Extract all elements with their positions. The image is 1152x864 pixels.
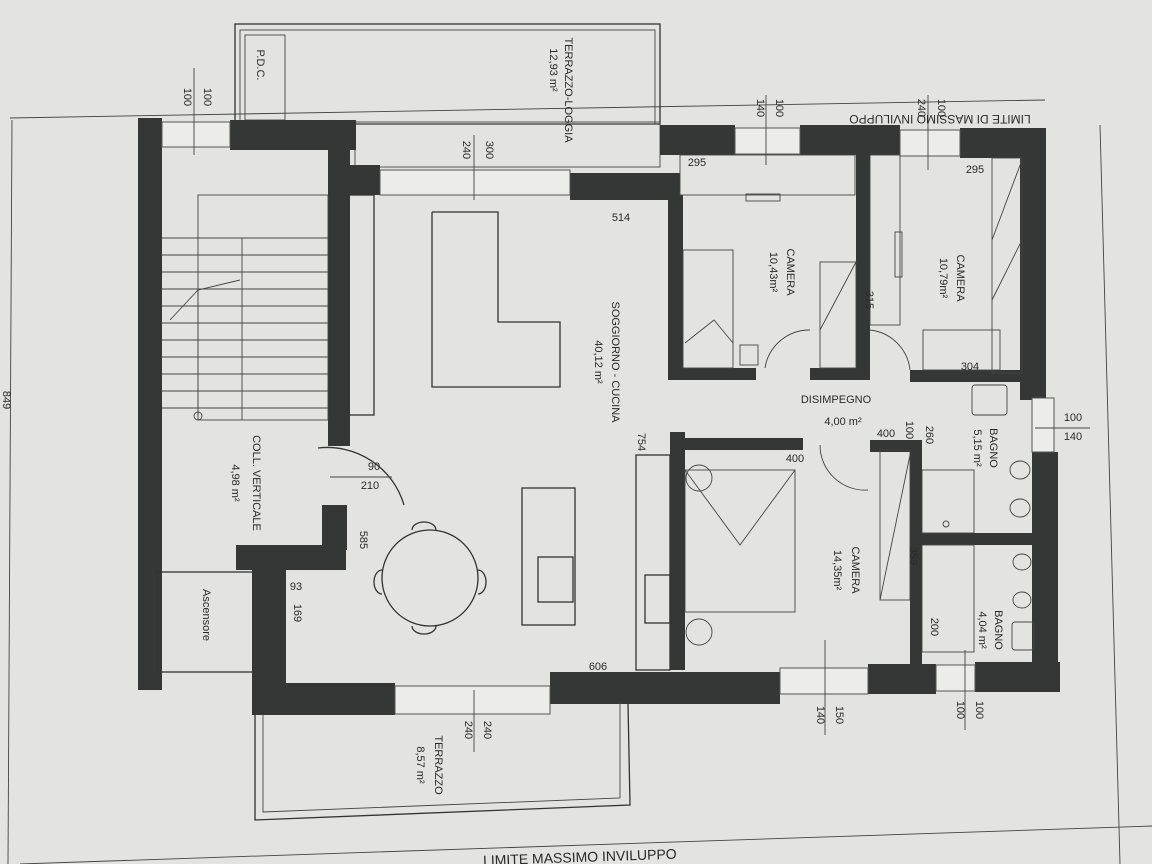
envelope-label-bottom: LIMITE MASSIMO INVILUPPO: [483, 846, 677, 864]
svg-text:100: 100: [201, 88, 213, 106]
svg-text:150: 150: [833, 706, 845, 724]
room-name: CAMERA: [849, 546, 861, 594]
svg-text:754: 754: [635, 433, 647, 451]
svg-text:400: 400: [877, 428, 895, 440]
room-area: 10,43m²: [767, 252, 779, 293]
kitchen-island: [521, 487, 576, 626]
envelope-line-top: [9, 99, 1046, 119]
room-name: TERRAZZO: [432, 735, 444, 795]
svg-text:100: 100: [181, 88, 193, 106]
windows: [161, 121, 1055, 715]
cooktop-icon: [537, 556, 574, 603]
svg-text:100: 100: [773, 99, 785, 117]
svg-text:210: 210: [361, 480, 379, 492]
furniture-bathrooms: [921, 384, 1035, 653]
furniture-bedrooms: [679, 154, 1023, 646]
sink-icon: [644, 574, 671, 624]
elevator-box: [156, 571, 254, 673]
room-labels: TERRAZZO-LOGGIA 12,93 m² CAMERA 10,43m² …: [200, 37, 1004, 795]
room-name: CAMERA: [784, 248, 796, 296]
room-name: SOGGIORNO - CUCINA: [609, 301, 621, 423]
svg-text:200: 200: [928, 618, 940, 636]
svg-text:240: 240: [462, 721, 474, 739]
svg-text:90: 90: [368, 461, 380, 473]
room-area: 4,00 m²: [824, 416, 862, 428]
room-name: BAGNO: [987, 428, 999, 468]
washbasin-icon: [1011, 621, 1035, 651]
svg-text:849: 849: [0, 391, 12, 409]
svg-text:100: 100: [935, 99, 947, 117]
walls: [138, 118, 1060, 715]
pdc-label: P.D.C.: [254, 50, 266, 81]
svg-text:400: 400: [786, 453, 804, 465]
room-name: COLL. VERTICALE: [250, 435, 262, 531]
sheet-edge: [7, 119, 13, 864]
elevator-label: Ascensore: [200, 589, 212, 641]
svg-text:295: 295: [966, 164, 984, 176]
svg-text:93: 93: [290, 581, 302, 593]
room-name: DISIMPEGNO: [801, 394, 872, 406]
furniture-living: [317, 194, 671, 671]
svg-text:359: 359: [907, 547, 919, 565]
svg-text:304: 304: [961, 361, 979, 373]
room-area: 10,79m²: [937, 258, 949, 299]
room-name: CAMERA: [954, 254, 966, 302]
svg-text:169: 169: [291, 604, 303, 622]
room-area: 40,12 m²: [592, 340, 604, 384]
svg-text:100: 100: [903, 421, 915, 439]
envelope-line-right: [1099, 124, 1121, 864]
svg-text:100: 100: [1064, 412, 1082, 424]
svg-text:295: 295: [688, 157, 706, 169]
envelope-line-bottom: [19, 825, 1152, 864]
room-area: 4,98 m²: [229, 464, 241, 502]
room-name: TERRAZZO-LOGGIA: [562, 37, 574, 143]
terrace-bottom: [254, 702, 631, 821]
svg-text:240: 240: [915, 99, 927, 117]
room-name: BAGNO: [992, 610, 1004, 650]
room-area: 5,15 m²: [971, 429, 983, 467]
svg-text:300: 300: [483, 141, 495, 159]
svg-text:240: 240: [460, 141, 472, 159]
svg-text:140: 140: [814, 706, 826, 724]
toilet-icon: [1012, 591, 1032, 609]
dimension-labels: 100 100 300 240 514 295 295 100 140 240 …: [0, 88, 1082, 739]
toilet-icon: [1009, 460, 1031, 480]
svg-text:260: 260: [923, 426, 935, 444]
washbasin-icon: [971, 384, 1008, 416]
dimension-lines: [193, 68, 1090, 752]
svg-text:100: 100: [954, 701, 966, 719]
svg-text:100: 100: [973, 701, 985, 719]
envelope-label-top: LIMITE DI MASSIMO INVILUPPO: [849, 112, 1030, 126]
room-area: 12,93 m²: [547, 48, 559, 92]
room-area: 8,57 m²: [414, 746, 426, 784]
svg-text:585: 585: [357, 531, 369, 549]
svg-text:514: 514: [612, 212, 630, 224]
room-area: 4,04 m²: [976, 611, 988, 649]
dining-table: [381, 529, 479, 627]
svg-text:140: 140: [1064, 431, 1082, 443]
staircase: [162, 194, 329, 421]
svg-text:140: 140: [754, 99, 766, 117]
svg-text:240: 240: [481, 721, 493, 739]
bidet-icon: [1012, 553, 1032, 571]
room-area: 14,35m²: [831, 550, 843, 591]
svg-text:315: 315: [863, 291, 875, 309]
svg-text:606: 606: [589, 661, 607, 673]
bidet-icon: [1009, 498, 1031, 518]
